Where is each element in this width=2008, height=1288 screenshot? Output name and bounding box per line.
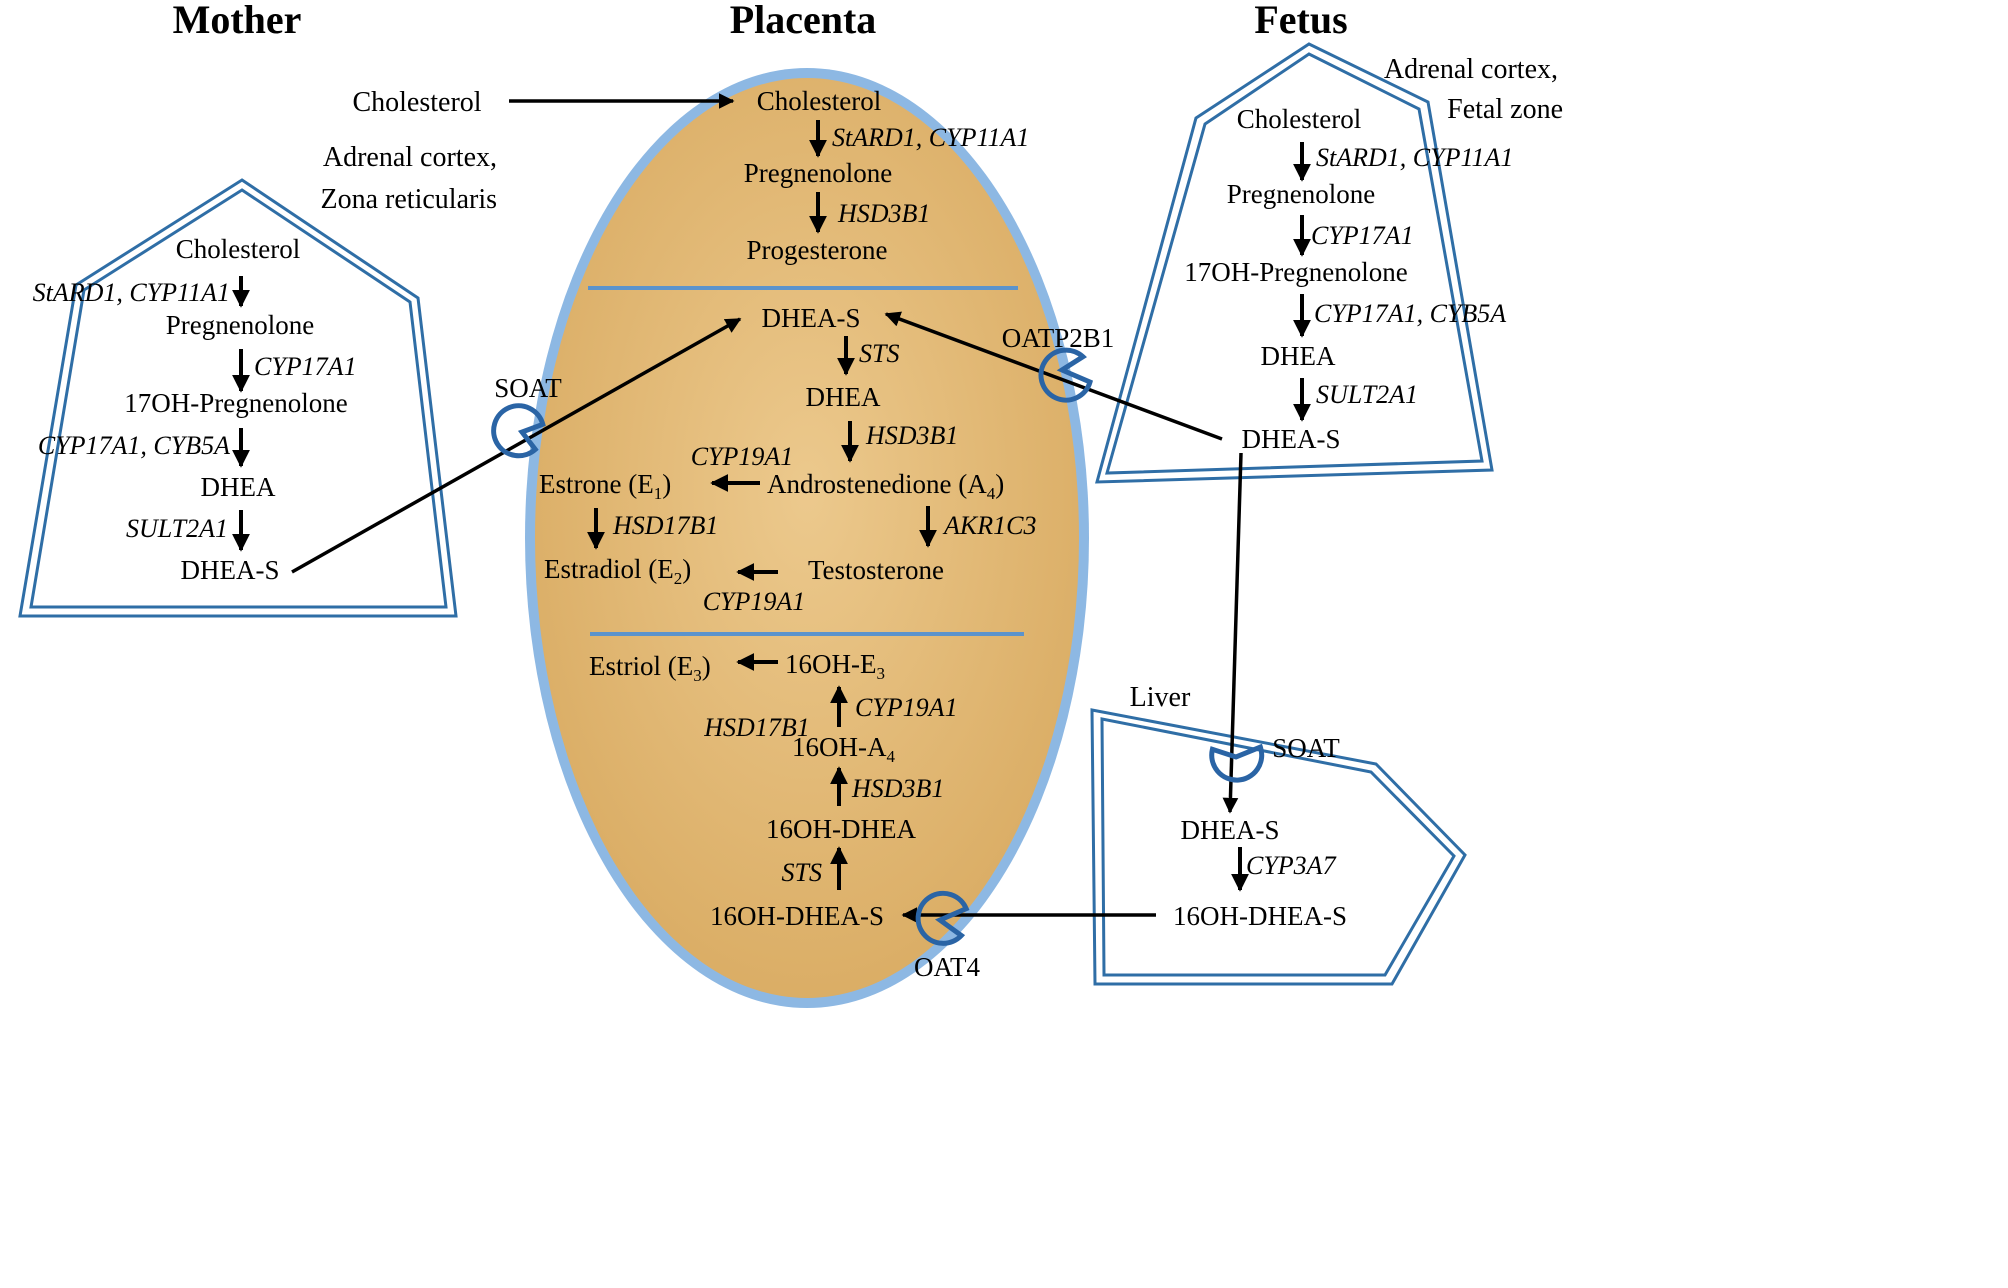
fetal-adrenal-cell [1095,42,1494,484]
mother-adrenal-cell [18,178,458,618]
placenta-enzyme-sts-b: STS [782,858,822,887]
placenta-enzyme-sts-a: STS [859,339,899,368]
fetus-enzyme-sult2a1: SULT2A1 [1316,380,1418,409]
placenta-enzyme-hsd3b1-b: HSD3B1 [865,421,958,450]
oat4-transporter-icon [915,890,970,946]
maternal-dheas-transfer-arrow [291,317,742,574]
placenta-pregnenolone: Pregnenolone [744,158,892,188]
placenta-16oh-dhea: 16OH-DHEA [766,814,916,844]
mother-pregnenolone: Pregnenolone [166,310,314,340]
soat-label: SOAT [494,373,562,403]
liver-label: Liver [1130,682,1191,713]
placenta-body [535,78,1079,998]
soat-transporter-icon [491,403,546,459]
liver-soat-label: SOAT [1272,733,1340,763]
fetus-17oh-pregnenolone: 17OH-Pregnenolone [1184,257,1407,287]
fetus-dhea: DHEA [1261,341,1336,371]
placenta-16oh-dheas: 16OH-DHEA-S [710,901,884,931]
mother-enzyme-cyp17a1: CYP17A1 [254,352,357,381]
liver-enzyme-cyp3a7: CYP3A7 [1246,851,1337,880]
fetal-adrenal-to-liver-arrow [1222,452,1243,814]
mother-enzyme-cyp17a1-cyb5a: CYP17A1, CYB5A [38,431,230,460]
mother-17oh-pregnenolone: 17OH-Pregnenolone [124,388,347,418]
placenta-enzyme-hsd3b1-a: HSD3B1 [837,199,930,228]
placenta-cholesterol: Cholesterol [757,86,881,116]
placenta-16oh-a4: 16OH-A4 [792,732,896,766]
placenta-enzyme-stard1-cyp11a1: StARD1, CYP11A1 [832,123,1029,152]
liver-soat-transporter-icon [1209,743,1265,783]
mother-tissue-label-line2: Zona reticularis [321,184,497,215]
placenta-enzyme-cyp19a1-c: CYP19A1 [855,693,958,722]
liver-dheas: DHEA-S [1181,815,1280,845]
fetus-header: Fetus [1254,0,1347,42]
placenta-dhea: DHEA [806,382,881,412]
placenta-enzyme-hsd3b1-c: HSD3B1 [851,774,944,803]
steroidogenesis-diagram: Mother Placenta Fetus Adrenal cortex, Zo… [18,0,1563,1008]
placenta-progesterone: Progesterone [747,235,888,265]
placenta-16oh-e3: 16OH-E3 [785,649,885,683]
fetus-enzyme-cyp17a1: CYP17A1 [1311,221,1414,250]
mother-header: Mother [173,0,302,42]
reaction-arrows [232,120,1311,892]
placenta-dheas: DHEA-S [762,303,861,333]
diagram-canvas: Mother Placenta Fetus Adrenal cortex, Zo… [18,0,1563,1008]
mother-dheas: DHEA-S [181,555,280,585]
placenta-estradiol: Estradiol (E2) [544,554,691,588]
fetus-enzyme-cyp17a1-cyb5a: CYP17A1, CYB5A [1314,299,1506,328]
oatp2b1-label: OATP2B1 [1002,323,1115,353]
fetus-dheas: DHEA-S [1242,424,1341,454]
fetus-cholesterol: Cholesterol [1237,104,1361,134]
fetus-pregnenolone: Pregnenolone [1227,179,1375,209]
placenta-enzyme-akr1c3: AKR1C3 [942,511,1036,540]
fetus-enzyme-stard1-cyp11a1: StARD1, CYP11A1 [1316,143,1513,172]
fetus-tissue-label-line1: Adrenal cortex, [1384,54,1558,85]
placenta-androstenedione: Androstenedione (A4) [767,469,1004,503]
fetal-liver-cell [1090,708,1467,986]
mother-dhea: DHEA [201,472,276,502]
placenta-header: Placenta [730,0,877,42]
fetus-tissue-label-line2: Fetal zone [1447,94,1563,125]
placenta-testosterone: Testosterone [808,555,944,585]
placenta-estrone: Estrone (E1) [539,469,671,503]
oat4-label: OAT4 [914,952,980,982]
placenta-estriol: Estriol (E3) [589,651,711,685]
mother-tissue-label-line1: Adrenal cortex, [323,142,497,173]
mother-enzyme-stard1-cyp11a1: StARD1, CYP11A1 [33,278,230,307]
placenta-enzyme-cyp19a1-b: CYP19A1 [703,587,806,616]
placenta-enzyme-hsd17b1-b: HSD17B1 [703,713,809,742]
external-cholesterol: Cholesterol [352,87,481,118]
mother-cholesterol: Cholesterol [176,234,300,264]
liver-16oh-dheas: 16OH-DHEA-S [1173,901,1347,931]
placenta-enzyme-cyp19a1-a: CYP19A1 [691,442,794,471]
fetal-dheas-transfer-arrow [884,311,1223,441]
placenta-enzyme-hsd17b1-a: HSD17B1 [612,511,718,540]
mother-enzyme-sult2a1: SULT2A1 [126,514,228,543]
oatp2b1-transporter-icon [1038,347,1094,403]
